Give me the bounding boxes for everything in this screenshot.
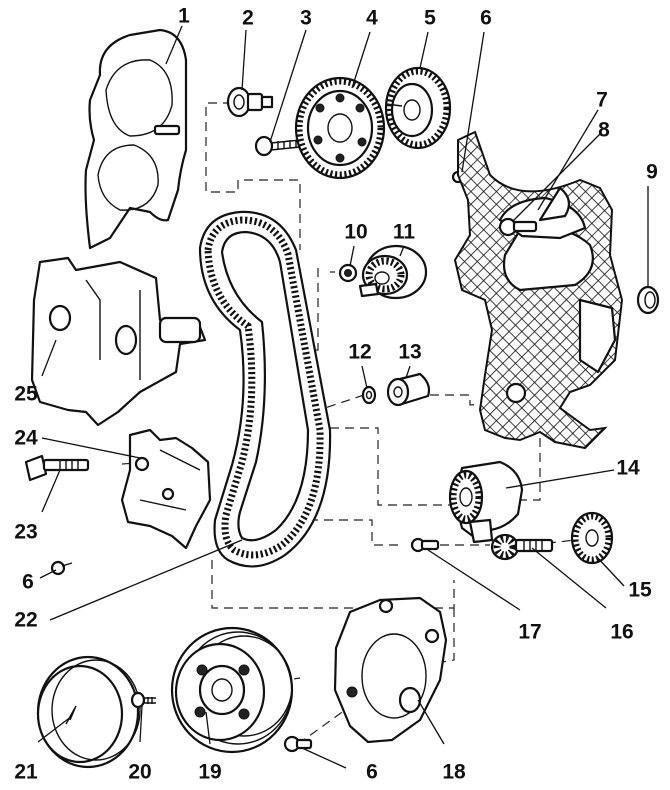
callout-7: 7 [596,88,608,112]
idler-washer [361,385,377,405]
callout-10: 10 [344,220,368,244]
callout-25: 25 [14,382,38,406]
pulley-bolt [130,691,156,709]
camshaft-sprocket-bolt [254,135,301,157]
callout-6-left: 6 [22,570,34,594]
callout-22: 22 [14,608,38,632]
idler-mount-bolt [498,217,538,237]
callout-17: 17 [518,620,542,644]
callout-20: 20 [128,760,152,784]
tensioner-nut [338,263,358,283]
callout-6-bottom: 6 [366,760,378,784]
small-bolt-left [50,560,73,576]
bolt-with-washer [226,86,274,118]
rear-timing-cover [453,130,624,450]
callout-21: 21 [14,760,38,784]
crankshaft-bolt [490,533,554,561]
callout-11: 11 [392,220,416,244]
callout-12: 12 [348,340,372,364]
crankshaft-pulley [170,626,294,754]
camshaft-sprocket [294,76,386,180]
water-pump [448,460,524,544]
pump-bolt [410,537,440,553]
timing-belt [198,210,332,568]
small-bolt-bottom [283,735,313,753]
callout-3: 3 [300,6,312,30]
lower-timing-cover [333,596,448,744]
upper-timing-cover [84,28,188,250]
crankshaft-sprocket [570,511,614,565]
idler-roller [386,372,431,407]
callout-24: 24 [14,426,38,450]
callout-18: 18 [442,760,466,784]
camshaft-hub [384,66,452,150]
callout-4: 4 [366,6,378,30]
middle-timing-cover [30,256,207,427]
callout-19: 19 [198,760,222,784]
callout-6-upper: 6 [480,6,492,30]
callout-9: 9 [646,160,658,184]
callout-15: 15 [628,578,652,602]
callout-23: 23 [14,520,38,544]
lower-cover-piece [120,428,212,550]
pulley-cap [36,655,141,769]
tensioner-roller [358,244,428,300]
seal-ring [636,285,660,315]
callout-1: 1 [178,4,190,28]
callout-2: 2 [242,6,254,30]
callout-5: 5 [424,6,436,30]
callout-13: 13 [398,340,422,364]
long-bolt [24,454,90,482]
callout-14: 14 [616,456,640,480]
callout-16: 16 [610,620,634,644]
callout-8: 8 [598,118,610,142]
leader-lines [37,25,649,769]
